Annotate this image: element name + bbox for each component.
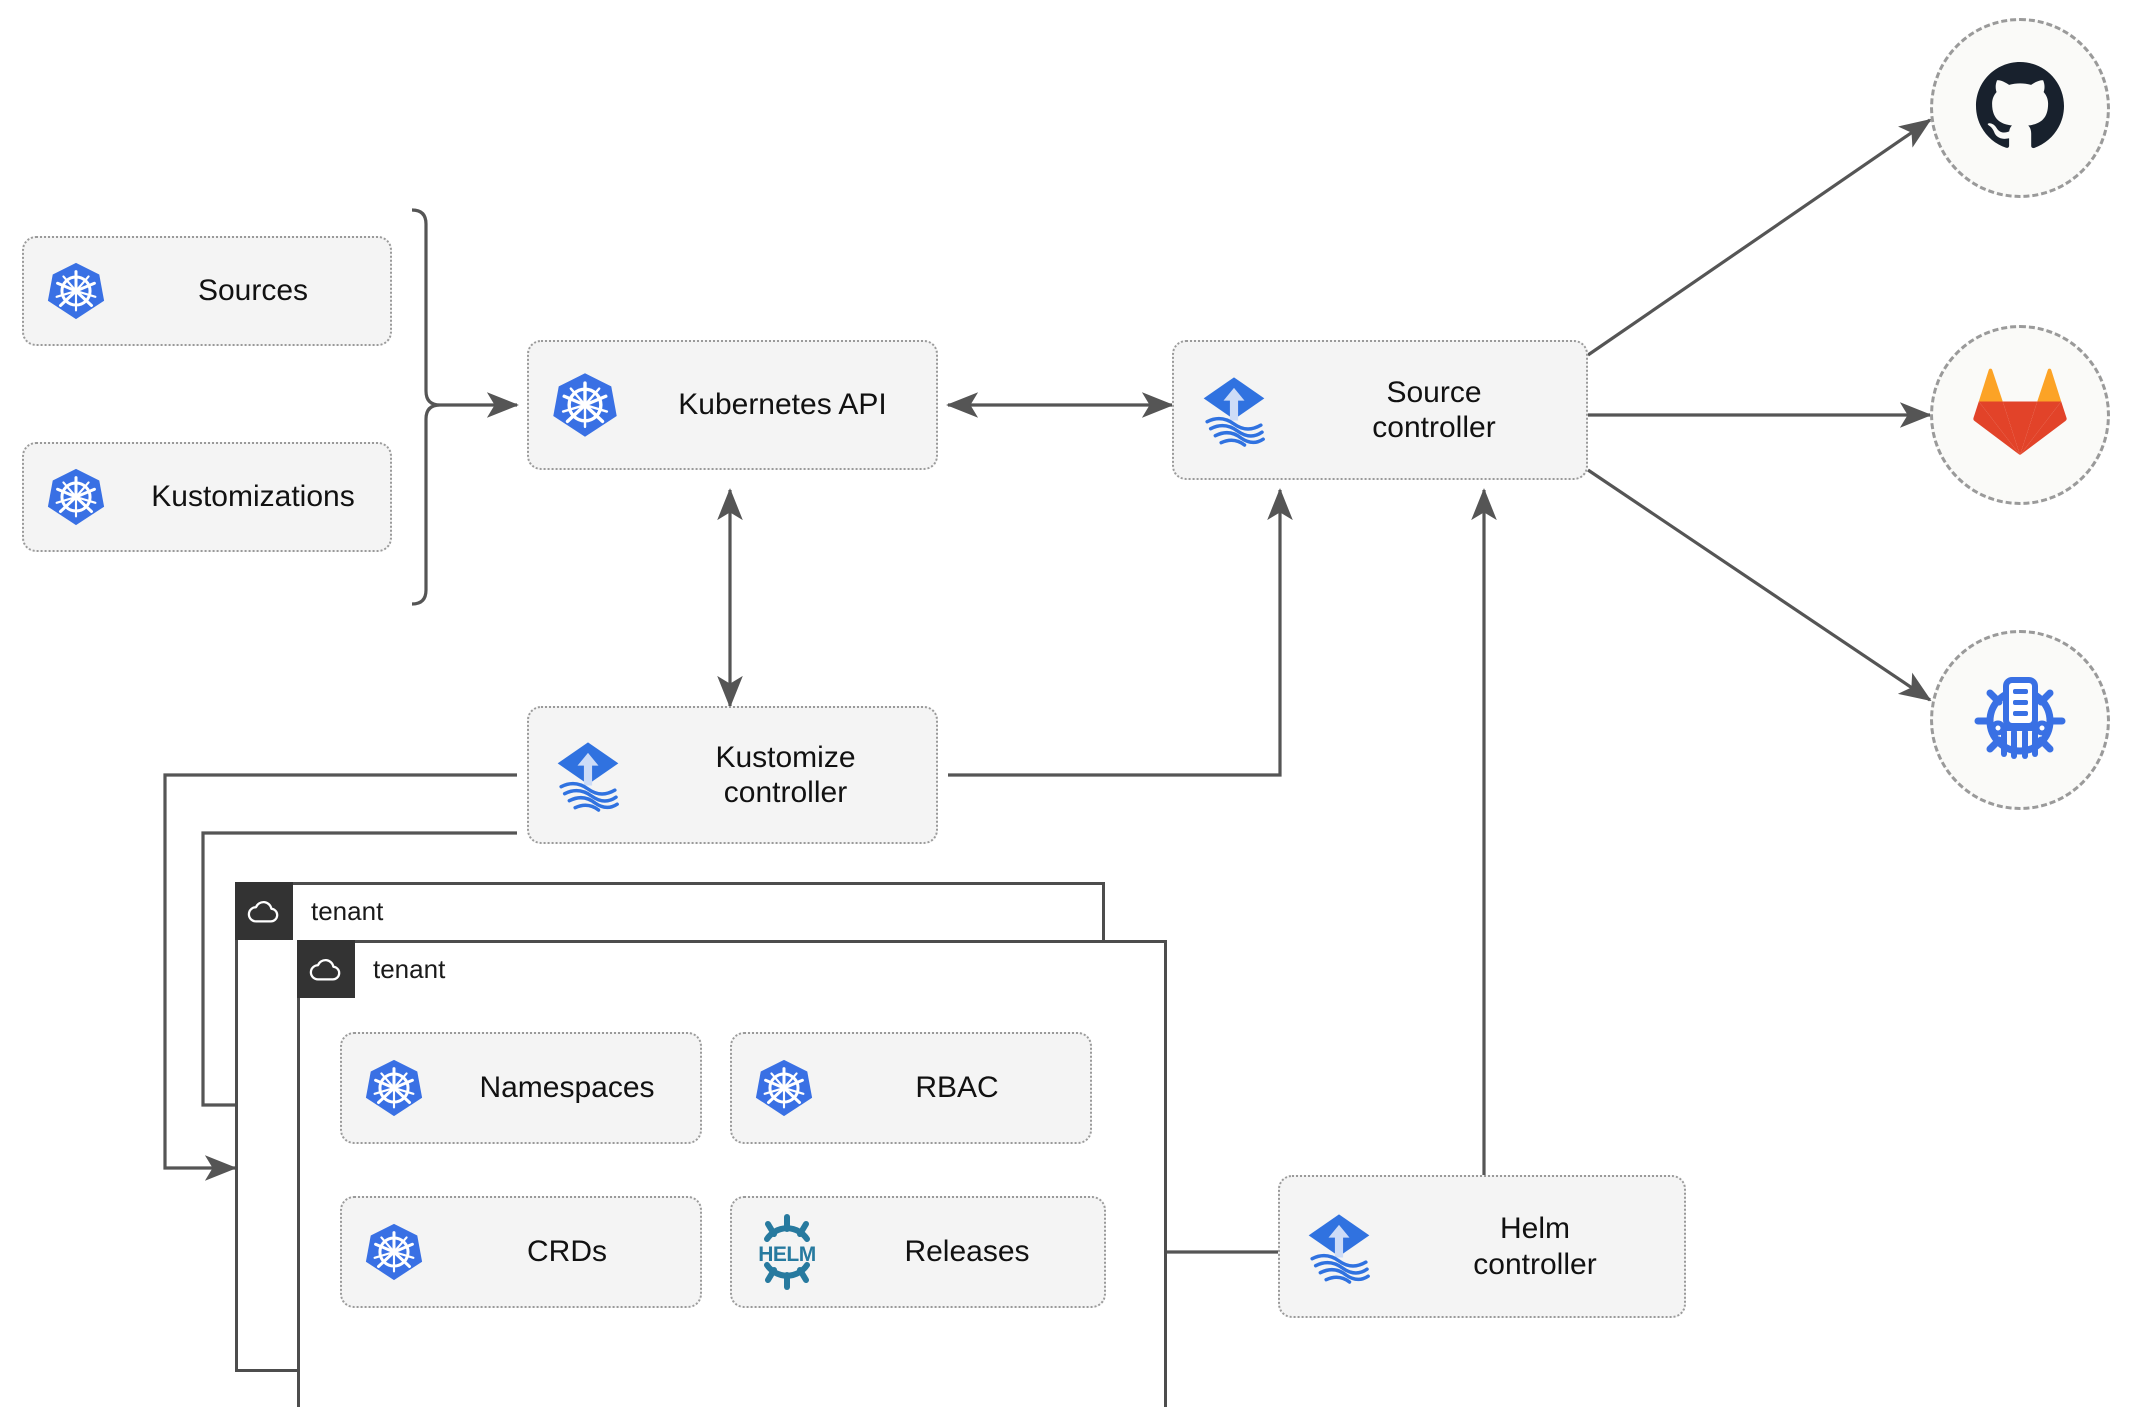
- helm-repository-icon: [1968, 666, 2072, 775]
- node-label: Source controller: [1372, 375, 1496, 444]
- kubernetes-icon: [24, 260, 128, 322]
- node-source-controller[interactable]: Source controller: [1172, 340, 1588, 480]
- node-label: Releases: [904, 1235, 1030, 1269]
- svg-text:HELM: HELM: [758, 1243, 816, 1266]
- tenant-frame-front[interactable]: tenant: [297, 940, 1167, 1407]
- flux-icon: [529, 733, 647, 817]
- edge-sourcecontroller-github: [1587, 118, 1932, 357]
- gitlab-icon: [1972, 367, 2068, 464]
- node-label: Sources: [197, 274, 309, 308]
- node-label: Kubernetes API: [678, 388, 887, 422]
- node-sources[interactable]: Sources: [22, 236, 392, 346]
- node-kustomizations[interactable]: Kustomizations: [22, 442, 392, 552]
- provider-gitlab[interactable]: [1930, 325, 2110, 505]
- cloud-icon: [297, 940, 355, 998]
- tenant-label: tenant: [373, 953, 446, 984]
- cloud-icon: [235, 882, 293, 940]
- kubernetes-icon: [342, 1057, 446, 1119]
- edge-kustomizecontroller-sourcecontroller: [948, 488, 1293, 777]
- tenant-header: tenant: [297, 940, 445, 998]
- node-label: Kustomizations: [151, 480, 355, 514]
- helm-icon: HELM: [732, 1213, 842, 1291]
- node-label: CRDs: [527, 1235, 607, 1269]
- provider-helm-repository[interactable]: [1930, 630, 2110, 810]
- node-label: Kustomize controller: [715, 740, 856, 809]
- edge-brace: [411, 208, 441, 606]
- kubernetes-icon: [24, 466, 128, 528]
- tenant-header: tenant: [235, 882, 383, 940]
- github-icon: [1970, 56, 2070, 161]
- edge-sourcecontroller-helmrepo: [1587, 468, 1932, 702]
- node-crds[interactable]: CRDs: [340, 1196, 702, 1308]
- kubernetes-icon: [529, 370, 641, 440]
- node-kustomize-controller[interactable]: Kustomize controller: [527, 706, 938, 844]
- node-label: RBAC: [915, 1071, 999, 1105]
- node-label: Helm controller: [1473, 1212, 1597, 1281]
- kubernetes-icon: [732, 1057, 836, 1119]
- kubernetes-icon: [342, 1221, 446, 1283]
- node-releases[interactable]: HELM Releases: [730, 1196, 1106, 1308]
- flux-icon: [1280, 1205, 1398, 1289]
- tenant-label: tenant: [311, 895, 384, 926]
- node-kubernetes-api[interactable]: Kubernetes API: [527, 340, 938, 470]
- flux-icon: [1174, 368, 1294, 452]
- provider-github[interactable]: [1930, 18, 2110, 198]
- node-helm-controller[interactable]: Helm controller: [1278, 1175, 1686, 1318]
- node-namespaces[interactable]: Namespaces: [340, 1032, 702, 1144]
- node-rbac[interactable]: RBAC: [730, 1032, 1092, 1144]
- node-label: Namespaces: [479, 1071, 655, 1105]
